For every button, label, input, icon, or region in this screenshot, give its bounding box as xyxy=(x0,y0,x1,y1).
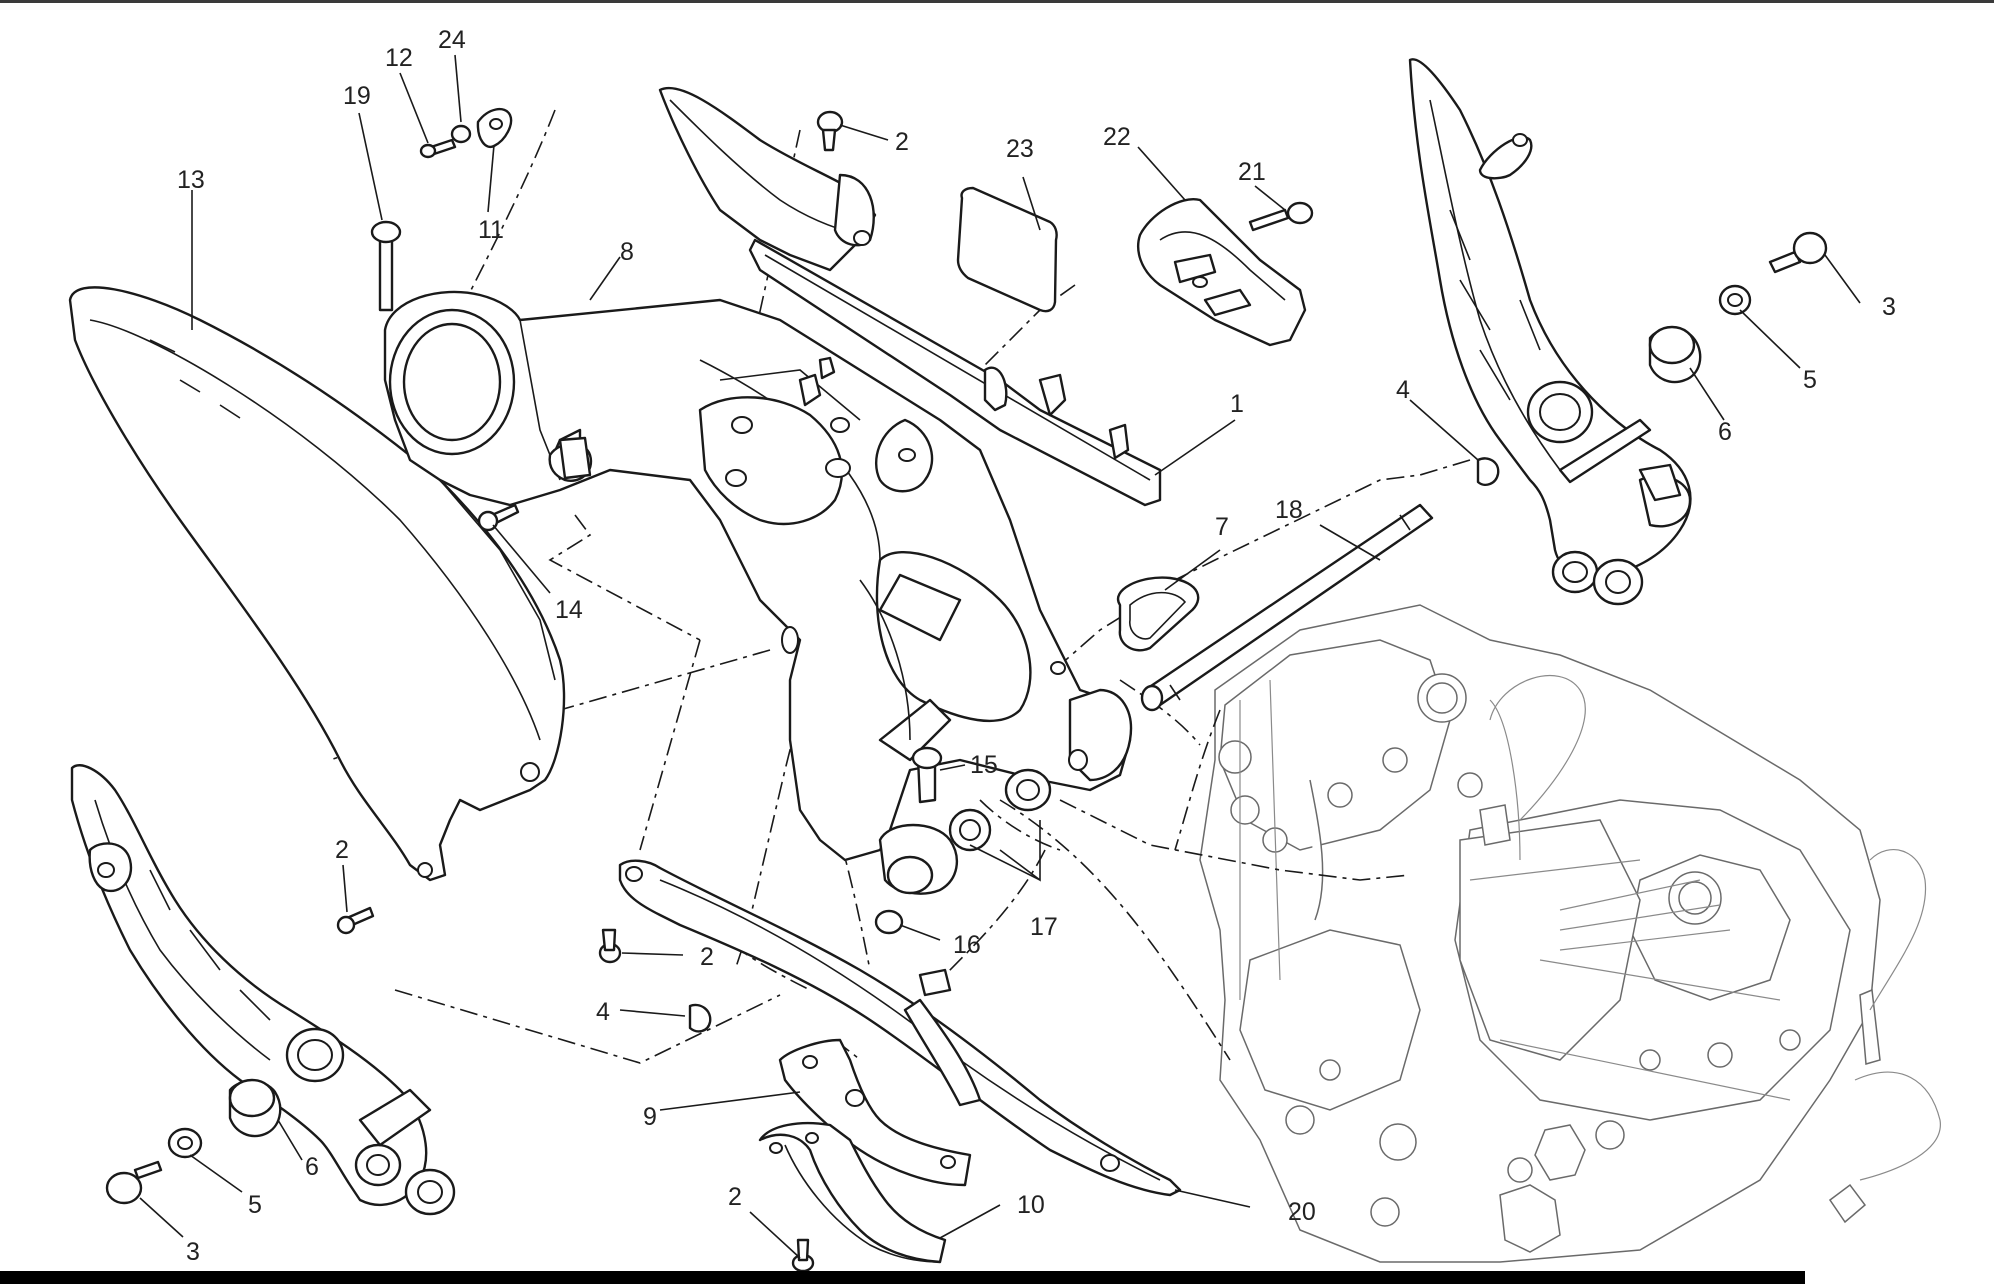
callout-2-top: 2 xyxy=(895,128,909,156)
callout-7: 7 xyxy=(1215,513,1229,541)
fasteners xyxy=(336,107,1500,1273)
callout-21: 21 xyxy=(1238,158,1266,186)
callout-6-left: 6 xyxy=(305,1153,319,1181)
callout-19: 19 xyxy=(343,82,371,110)
callout-11: 11 xyxy=(478,216,504,244)
engine-block xyxy=(1199,604,1941,1263)
callout-23: 23 xyxy=(1006,135,1034,163)
cover-22 xyxy=(1137,198,1307,347)
callout-1: 1 xyxy=(1230,390,1244,418)
footpeg-bracket-right xyxy=(1408,58,1828,606)
callout-2-mid: 2 xyxy=(700,943,714,971)
callout-13: 13 xyxy=(177,166,205,194)
top-border-line xyxy=(0,0,1994,3)
callout-4-left: 4 xyxy=(596,998,610,1026)
rear-mudguard xyxy=(68,286,566,882)
callout-8: 8 xyxy=(620,238,634,266)
callout-17: 17 xyxy=(1030,913,1058,941)
callout-4-right: 4 xyxy=(1396,376,1410,404)
footpeg-bracket-left xyxy=(70,764,456,1216)
callout-14: 14 xyxy=(555,596,583,624)
pivot-shaft xyxy=(1140,503,1434,712)
callout-labels: 12 24 19 11 13 8 2 23 22 21 3 5 6 4 1 14… xyxy=(177,26,1896,1266)
callout-22: 22 xyxy=(1103,123,1131,151)
callout-3-right: 3 xyxy=(1882,293,1896,321)
callout-3-left: 3 xyxy=(186,1238,200,1266)
callout-6-right: 6 xyxy=(1718,418,1732,446)
callout-24: 24 xyxy=(438,26,466,54)
guard-10 xyxy=(758,1121,947,1264)
callout-5-left: 5 xyxy=(248,1191,262,1219)
leader-lines xyxy=(139,54,1861,1259)
callout-12: 12 xyxy=(385,44,413,72)
callout-2-bottom: 2 xyxy=(728,1183,742,1211)
callout-5-right: 5 xyxy=(1803,366,1817,394)
bottom-border-bar xyxy=(0,1271,1805,1284)
callout-10: 10 xyxy=(1017,1191,1045,1219)
callout-15: 15 xyxy=(970,751,998,779)
chain-slider-lower xyxy=(618,859,1182,1197)
plate-23 xyxy=(956,186,1058,313)
chain-guard xyxy=(658,86,1162,507)
callout-18: 18 xyxy=(1275,496,1303,524)
callout-2-left: 2 xyxy=(335,836,349,864)
callout-20: 20 xyxy=(1288,1198,1316,1226)
callout-16: 16 xyxy=(953,931,981,959)
callout-9: 9 xyxy=(643,1103,657,1131)
